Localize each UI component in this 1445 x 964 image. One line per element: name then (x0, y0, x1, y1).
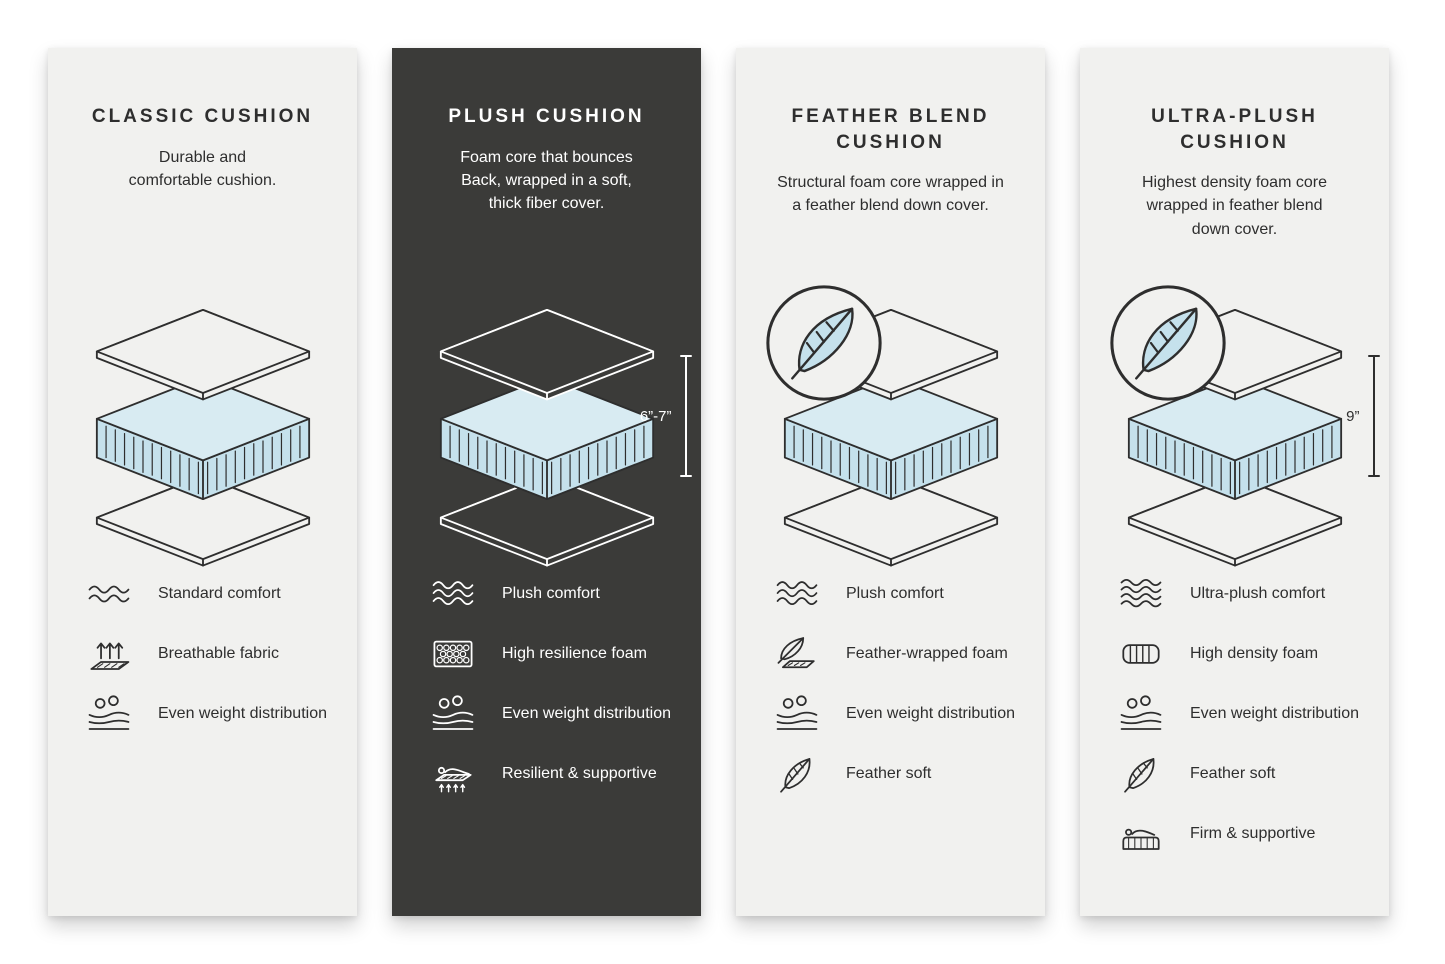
feature-label: Resilient & supportive (502, 764, 657, 782)
card-description: Structural foam core wrapped in a feathe… (777, 174, 1004, 215)
firm-supportive-icon (1122, 828, 1160, 850)
cushion-layers-diagram (83, 296, 323, 573)
card-feather-blend-cushion: FEATHER BLEND CUSHION Structural foam co… (736, 48, 1045, 916)
feature-label: Feather-wrapped foam (846, 644, 1008, 662)
cushion-illustration: 6”-7” (427, 296, 692, 596)
card-title: ULTRA-PLUSH CUSHION (1151, 106, 1318, 153)
cushion-illustration (83, 296, 323, 596)
measurement-label: 9” (1346, 407, 1360, 425)
feature-label: High density foam (1190, 644, 1319, 662)
comfort-waves-icon (432, 580, 474, 605)
feature-label: Even weight distribution (846, 704, 1015, 722)
feather-icon (780, 757, 811, 793)
feature-label: Even weight distribution (502, 704, 671, 722)
weight-distribution-icon (1120, 694, 1162, 730)
feature-row: Resilient & supportive (430, 752, 689, 795)
card-title: FEATHER BLEND CUSHION (791, 106, 990, 153)
card-ultra-plush-cushion: ULTRA-PLUSH CUSHION Highest density foam… (1080, 48, 1389, 916)
feature-label: Standard comfort (158, 584, 281, 602)
card-title: CLASSIC CUSHION (91, 106, 314, 127)
measurement-bracket (679, 355, 692, 477)
feature-row: Even weight distribution (86, 692, 345, 735)
card-description: Durable and comfortable cushion. (128, 148, 277, 189)
feature-label: Plush comfort (502, 584, 600, 602)
comfort-waves-icon (776, 580, 818, 605)
feature-row: Even weight distribution (1118, 692, 1377, 735)
weight-distribution-icon (88, 694, 130, 730)
feature-row: High density foam (1118, 632, 1377, 675)
feature-list: Standard comfort Breathable fabric (86, 572, 345, 752)
measurement-label: 6”-7” (639, 407, 672, 425)
feature-list: Plush comfort High resilience foam (430, 572, 689, 812)
feature-list: Ultra-plush comfort High density foam (1118, 572, 1377, 872)
feature-row: Firm & supportive (1118, 812, 1377, 855)
card-title: PLUSH CUSHION (448, 106, 645, 127)
comfort-waves-icon (88, 585, 130, 602)
feature-row: Even weight distribution (774, 692, 1033, 735)
cushion-layers-diagram (427, 296, 667, 573)
feature-label: Firm & supportive (1190, 824, 1316, 842)
feature-label: Feather soft (846, 764, 932, 782)
card-plush-cushion: PLUSH CUSHION Foam core that bounces Bac… (392, 48, 701, 916)
cushion-illustration: 9” (1115, 296, 1380, 596)
card-description: Highest density foam core wrapped in fea… (1142, 174, 1327, 238)
feature-row: Standard comfort (86, 572, 345, 615)
feature-label: Even weight distribution (158, 704, 327, 722)
comfort-waves-icon (1120, 578, 1162, 607)
feature-label: Plush comfort (846, 584, 944, 602)
breathable-fabric-icon (90, 642, 130, 670)
feature-row: High resilience foam (430, 632, 689, 675)
height-measurement: 9” (1346, 354, 1380, 478)
feature-label: Ultra-plush comfort (1190, 584, 1326, 602)
resilient-supportive-icon (435, 766, 472, 792)
feature-row: Plush comfort (430, 572, 689, 615)
height-measurement: 6”-7” (640, 354, 693, 478)
feature-row: Feather soft (1118, 752, 1377, 795)
feature-label: Even weight distribution (1190, 704, 1359, 722)
feather-badge-icon (1107, 282, 1229, 404)
resilience-foam-icon (433, 640, 473, 667)
feature-label: High resilience foam (502, 644, 647, 662)
measurement-bracket (1367, 355, 1380, 477)
weight-distribution-icon (776, 694, 818, 730)
card-classic-cushion: CLASSIC CUSHION Durable and comfortable … (48, 48, 357, 916)
cushion-illustration (771, 296, 1011, 596)
feature-label: Breathable fabric (158, 644, 279, 662)
high-density-foam-icon (1122, 643, 1160, 664)
feature-row: Plush comfort (774, 572, 1033, 615)
card-description: Foam core that bounces Back, wrapped in … (460, 148, 633, 213)
feather-wrapped-foam-icon (777, 636, 815, 668)
feature-row: Breathable fabric (86, 632, 345, 675)
feature-label: Feather soft (1190, 764, 1276, 782)
feather-badge-icon (763, 282, 885, 404)
feature-row: Feather soft (774, 752, 1033, 795)
feature-list: Plush comfort Feather-wrapped foam (774, 572, 1033, 812)
feature-row: Feather-wrapped foam (774, 632, 1033, 675)
weight-distribution-icon (432, 694, 474, 730)
feature-row: Ultra-plush comfort (1118, 572, 1377, 615)
feather-icon (1124, 757, 1155, 793)
feature-row: Even weight distribution (430, 692, 689, 735)
